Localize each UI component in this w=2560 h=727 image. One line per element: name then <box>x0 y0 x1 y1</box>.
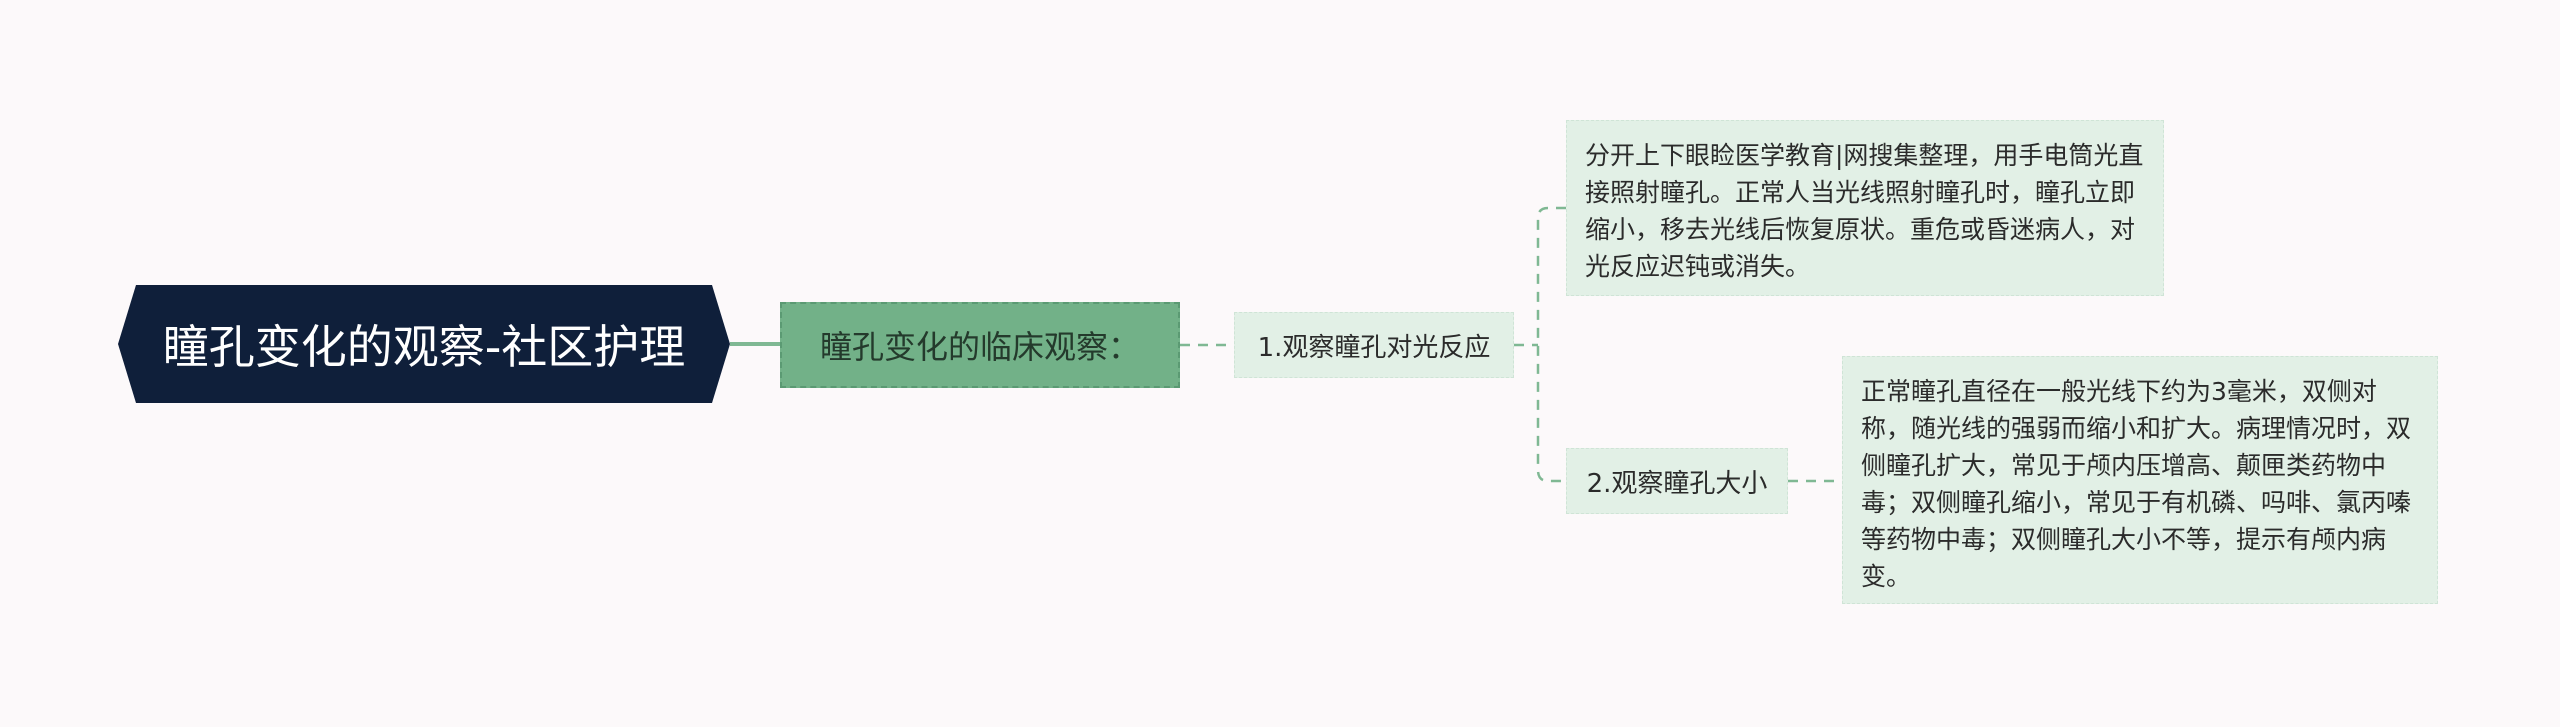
root-topic[interactable]: 瞳孔变化的观察-社区护理 <box>118 285 730 403</box>
topic-clinical-observation[interactable]: 瞳孔变化的临床观察： <box>780 302 1180 388</box>
detail-pupil-size[interactable]: 正常瞳孔直径在一般光线下约为3毫米，双侧对称，随光线的强弱而缩小和扩大。病理情况… <box>1842 356 2438 604</box>
topic-light-reflex[interactable]: 1.观察瞳孔对光反应 <box>1234 312 1514 378</box>
detail-light-reflex[interactable]: 分开上下眼睑医学教育|网搜集整理，用手电筒光直接照射瞳孔。正常人当光线照射瞳孔时… <box>1566 120 2164 296</box>
topic-pupil-size[interactable]: 2.观察瞳孔大小 <box>1566 448 1788 514</box>
connector-branch-1-vertical <box>1536 206 1566 483</box>
